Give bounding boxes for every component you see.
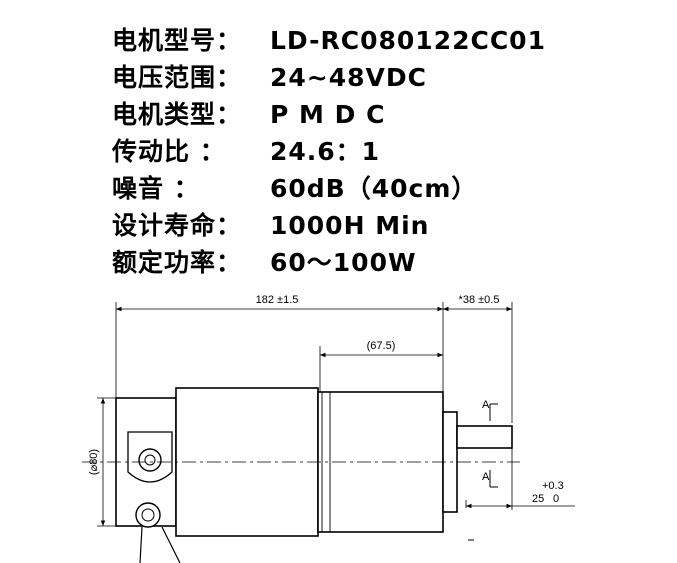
spec-value: P M D C — [270, 100, 386, 129]
dim-shaft-tol-lower: 0 — [553, 493, 559, 505]
spec-value: LD-RC080122CC01 — [270, 26, 546, 55]
terminal-inner-circle — [144, 454, 156, 466]
spec-label: 噪音 ： — [112, 174, 200, 203]
spec-row-ratio: 传动比 ： 24.6：1 — [112, 133, 546, 170]
dim-shaft-length: *38 ±0.5 — [459, 294, 500, 306]
spec-row-model: 电机型号： LD-RC080122CC01 — [112, 22, 546, 59]
spec-label: 电机型号： — [112, 26, 243, 55]
spec-label: 传动比 ： — [112, 137, 226, 166]
spec-value: 60～100W — [270, 248, 417, 277]
spec-label: 额定功率： — [112, 248, 243, 277]
section-markers — [468, 403, 498, 541]
dim-gearbox-length: (67.5) — [367, 340, 396, 352]
spec-label: 电机类型： — [112, 100, 243, 129]
spec-row-power: 额定功率： 60～100W — [112, 244, 546, 281]
spec-value: 24~48VDC — [270, 63, 427, 92]
spec-row-noise: 噪音 ： 60dB（40cm） — [112, 170, 546, 207]
section-label-bottom: A — [482, 471, 490, 483]
spec-label: 设计寿命： — [112, 211, 243, 240]
cable-gland — [135, 502, 181, 563]
dim-shaft-diameter: 25 — [532, 493, 544, 505]
dim-shaft-tol-upper: +0.3 — [542, 480, 564, 492]
spec-value: 60dB（40cm） — [270, 174, 478, 203]
spec-row-life: 设计寿命： 1000H Min — [112, 207, 546, 244]
spec-row-voltage: 电压范围： 24~48VDC — [112, 59, 546, 96]
dim-overall-length: 182 ±1.5 — [256, 294, 299, 306]
spec-value: 1000H Min — [270, 211, 430, 240]
spec-row-type: 电机类型： P M D C — [112, 96, 546, 133]
terminal-circle — [138, 448, 162, 472]
spec-value: 24.6：1 — [270, 137, 381, 166]
dim-diameter: (⌀80) — [88, 449, 100, 475]
section-label-top: A — [482, 399, 490, 411]
spec-label: 电压范围： — [112, 63, 243, 92]
spec-table: 电机型号： LD-RC080122CC01 电压范围： 24~48VDC 电机类型：… — [112, 22, 546, 281]
